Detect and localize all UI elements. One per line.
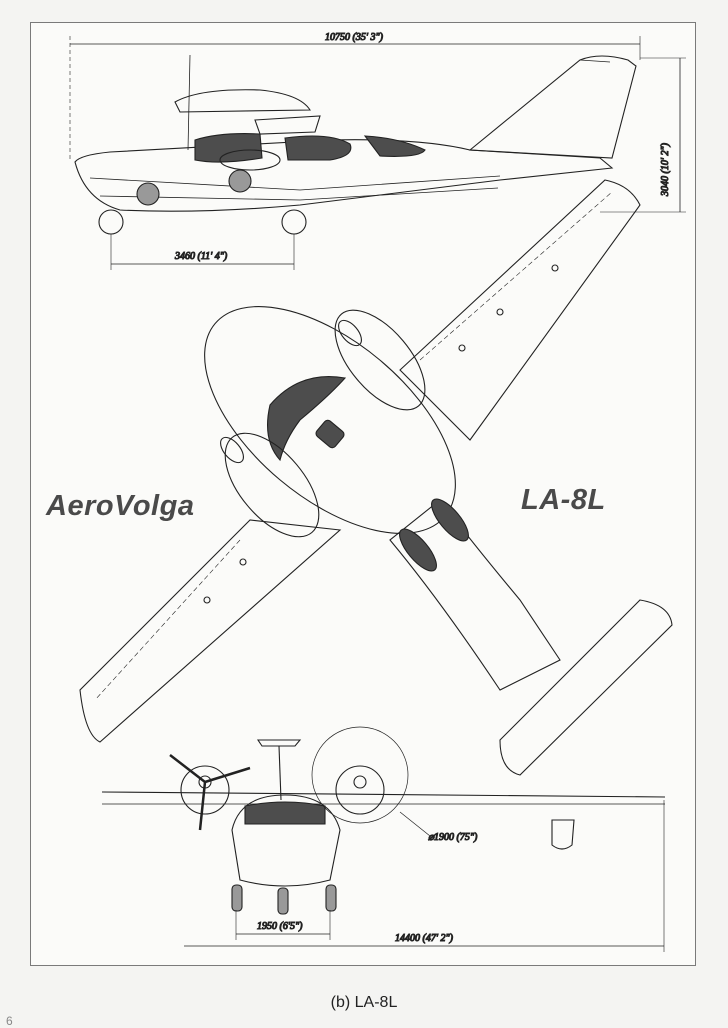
length-dimension: 10750 (35' 3")	[325, 32, 384, 43]
drawing-frame	[30, 22, 696, 966]
page-number: 6	[6, 1014, 13, 1028]
side-view: 10750 (35' 3") 3040 (10' 2") 3460 (11' 4	[69, 31, 686, 270]
gear-track-dimension: 3460 (11' 4")	[174, 251, 228, 262]
model-label: LA-8L	[521, 484, 606, 516]
figure-caption: (b) LA-8L	[330, 994, 398, 1011]
top-view	[79, 179, 673, 776]
span-dimension: 14400 (47' 2")	[395, 933, 454, 944]
height-dimension: 3040 (10' 2")	[660, 142, 671, 197]
prop-diameter-dimension: ⌀1900 (75")	[428, 832, 478, 843]
manufacturer-label: AeroVolga	[46, 490, 195, 522]
main-gear-track-dimension: 1950 (6'5")	[257, 921, 303, 932]
front-view: ⌀1900 (75") 1950 (6'5") 14400 (47' 2")	[101, 726, 666, 952]
